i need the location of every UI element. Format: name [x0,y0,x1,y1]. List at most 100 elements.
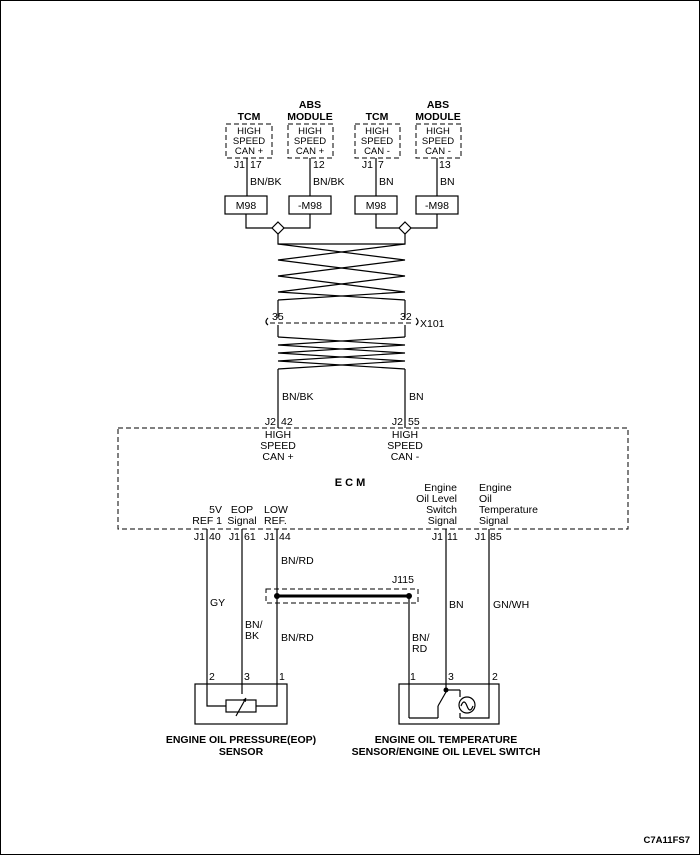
pin-label: 1 [279,671,285,683]
module-box-abs-plus [287,123,334,159]
signal-label: 5V [209,504,222,516]
signal-label: Signal [479,515,508,527]
lower-wire-labels: GY BN/ BK BN/RD BN/RD BN/ RD BN GN/WH [210,555,529,655]
temp-pin-labels: 1 3 2 [410,671,498,683]
temp-label: ENGINE OIL TEMPERATURE [375,734,518,746]
x101-pin-right: 32 [400,311,412,323]
ecm-can-labels: BN/BK BN J2 42 J2 55 HIGH SPEED CAN + HI… [260,391,423,463]
box-text: CAN + [235,146,264,157]
twisted-pair-lower [277,325,406,428]
conn-label: J1 [194,531,205,543]
wire-label: BN/RD [281,555,314,567]
splice-label: M98 [236,200,257,212]
x101-bracket-left [265,317,269,326]
ecm-can-text: SPEED [260,440,296,452]
wire-label: GY [210,597,225,609]
signal-label: REF 1 [192,515,222,527]
conn-label: J1 [432,531,443,543]
temp-level-sensor: 1 3 2 ENGINE OIL TEMPERATURE SENSOR/ENGI… [352,671,541,758]
module-title-text: ABS [427,99,449,111]
module-box-abs-minus [415,123,462,159]
module-title-text: TCM [238,111,261,123]
pin-label: 7 [378,159,384,171]
module-title-abs-minus: ABS MODULE [415,99,461,123]
junction-diamond-plus [271,221,285,235]
ecm-pin-labels: J1 40 J1 61 J1 44 J1 11 J1 85 [194,531,502,543]
pin-label: 55 [408,416,420,428]
ecm-box [117,427,629,530]
wire-label: GN/WH [493,599,529,611]
pin-label: 3 [448,671,454,683]
wire-label: BN [379,176,394,188]
x101-label: X101 [420,318,445,330]
splice-label: -M98 [425,200,449,212]
conn-label: J1 [362,159,373,171]
module-title-tcm-minus: TCM [366,111,389,123]
figure-code: C7A11FS7 [644,835,690,846]
box-text: HIGH [298,126,322,137]
ecm-can-text: SPEED [387,440,423,452]
box-text: CAN - [425,146,451,157]
signal-label: LOW [264,504,288,516]
pin-label: 1 [410,671,416,683]
box-text: HIGH [426,126,450,137]
wire-label: BN [409,391,424,403]
pin-label: 17 [250,159,262,171]
box-text: SPEED [233,136,265,147]
signal-label: Switch [426,504,457,516]
conn-label: J1 [475,531,486,543]
wire-label: BN/BK [282,391,314,403]
pin-label: 2 [492,671,498,683]
pin-label: 40 [209,531,221,543]
wire-label: BN/ [245,619,263,631]
module-title-abs-plus: ABS MODULE [287,99,333,123]
box-text: CAN - [364,146,390,157]
module-wire-labels: BN/BK BN/BK BN BN [250,176,455,188]
module-title-text: ABS [299,99,321,111]
module-pin-labels: J1 17 12 J1 7 13 [234,159,451,171]
eop-sensor: 2 3 1 ENGINE OIL PRESSURE(EOP) SENSOR [166,671,316,758]
ecm-can-text: CAN - [391,451,420,463]
module-title-text: MODULE [287,111,333,123]
signal-label: REF. [264,515,287,527]
temp-sensor-box [398,683,500,725]
wire-label: BN [449,599,464,611]
thermistor-circle [458,696,476,714]
box-text: SPEED [294,136,326,147]
conn-label: J2 [392,416,403,428]
wire-label: BN/RD [281,632,314,644]
eop-internal-wire [206,684,226,707]
pin-label: 85 [490,531,502,543]
twist-cap [277,234,406,245]
module-box-tcm-minus [354,123,401,159]
ecm-title: E C M [335,477,366,489]
pin-label: 11 [447,531,458,543]
splice-label: -M98 [298,200,322,212]
module-title-tcm-plus: TCM [238,111,261,123]
module-title-text: MODULE [415,111,461,123]
signal-label: Signal [227,515,256,527]
module-box-text-group: HIGH SPEED CAN + HIGH SPEED CAN + HIGH S… [233,126,454,157]
wire-label: RD [412,643,428,655]
signal-label: EOP [231,504,253,516]
ecm-can-text: HIGH [265,429,291,441]
x101-bracket-right [415,317,419,326]
eop-pin-labels: 2 3 1 [209,671,285,683]
splice-j115 [265,588,419,604]
eop-label: ENGINE OIL PRESSURE(EOP) [166,734,316,746]
eop-internal-wire [256,684,278,707]
conn-label: J1 [229,531,240,543]
signal-label: Engine [479,482,512,494]
pin-label: 2 [209,671,215,683]
signal-label: Oil Level [416,493,457,505]
box-text: CAN + [296,146,325,157]
twist-line-b [277,336,406,370]
switch-blade [437,691,447,707]
eop-label: SENSOR [219,746,264,758]
pin-label: 3 [244,671,250,683]
twist-line-a [277,243,406,301]
twist-line-b [277,243,406,301]
signal-label: Engine [424,482,457,494]
signal-label: Oil [479,493,492,505]
